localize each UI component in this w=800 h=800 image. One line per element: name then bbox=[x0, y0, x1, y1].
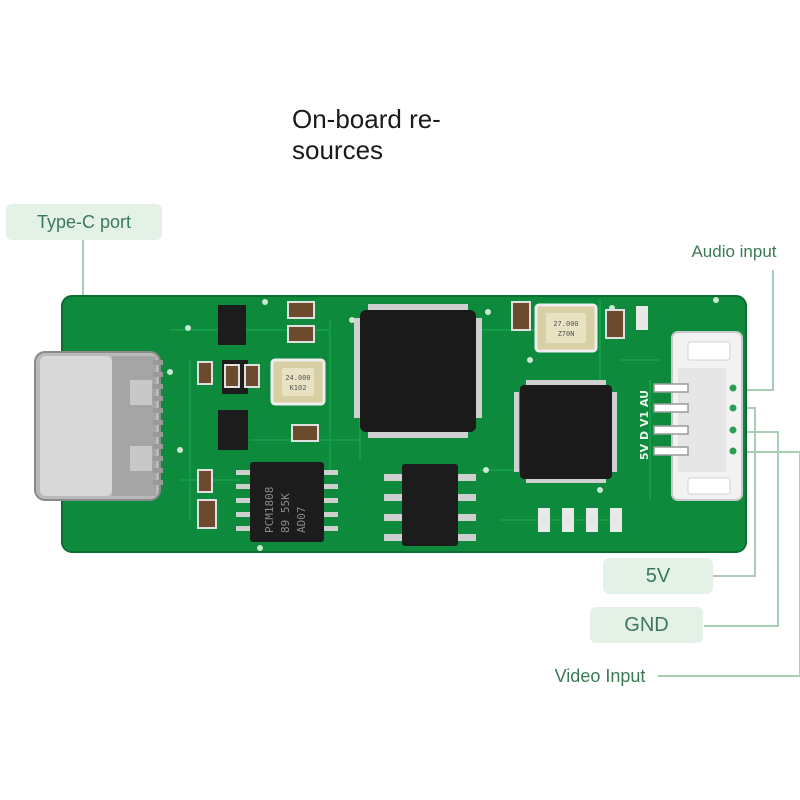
pin-labels: 5V D V1 AU bbox=[638, 390, 651, 460]
main-chip bbox=[354, 304, 482, 438]
callout-audio-input: Audio input bbox=[684, 236, 784, 268]
callout-type-c-port: Type-C port bbox=[6, 204, 162, 240]
leader-audio bbox=[740, 270, 774, 391]
video-decoder-chip bbox=[514, 380, 617, 483]
callout-gnd-label: GND bbox=[624, 613, 669, 636]
chip-marking-3: AD07 bbox=[295, 507, 308, 534]
usb-c-connector bbox=[34, 351, 163, 501]
chip-marking-2: 89 55K bbox=[279, 493, 292, 533]
flash-chip bbox=[384, 464, 476, 546]
title-line-2: sources bbox=[292, 135, 384, 165]
audio-video-connector bbox=[653, 331, 743, 501]
crystal-marking-2: Z70N bbox=[558, 330, 575, 338]
passive-components bbox=[197, 301, 648, 532]
leader-gnd bbox=[704, 431, 779, 627]
leader-video bbox=[658, 451, 800, 677]
audio-adc-chip: PCM1808 89 55K AD07 bbox=[236, 462, 338, 542]
callout-5v-label: 5V bbox=[645, 564, 671, 587]
crystal-oscillator-1: 24.000 K102 bbox=[270, 358, 326, 406]
chip-marking-1: PCM1808 bbox=[263, 487, 276, 533]
crystal2-marking-2: K102 bbox=[290, 384, 307, 392]
crystal-oscillator-2: 27.000 Z70N bbox=[534, 303, 598, 353]
callout-5v: 5V bbox=[603, 558, 713, 594]
callout-gnd: GND bbox=[590, 607, 703, 643]
title-line-1: On-board re- bbox=[292, 104, 441, 134]
callout-video-label: Video Input bbox=[554, 665, 646, 686]
leader-5v bbox=[712, 407, 756, 577]
page-title: On-board re- sources bbox=[292, 104, 492, 166]
callout-audio-label: Audio input bbox=[691, 242, 777, 261]
crystal2-marking-1: 24.000 bbox=[285, 374, 310, 382]
callout-type-c-label: Type-C port bbox=[36, 211, 132, 232]
crystal-marking-1: 27.000 bbox=[553, 320, 578, 328]
callout-video-input: Video Input bbox=[544, 659, 656, 693]
